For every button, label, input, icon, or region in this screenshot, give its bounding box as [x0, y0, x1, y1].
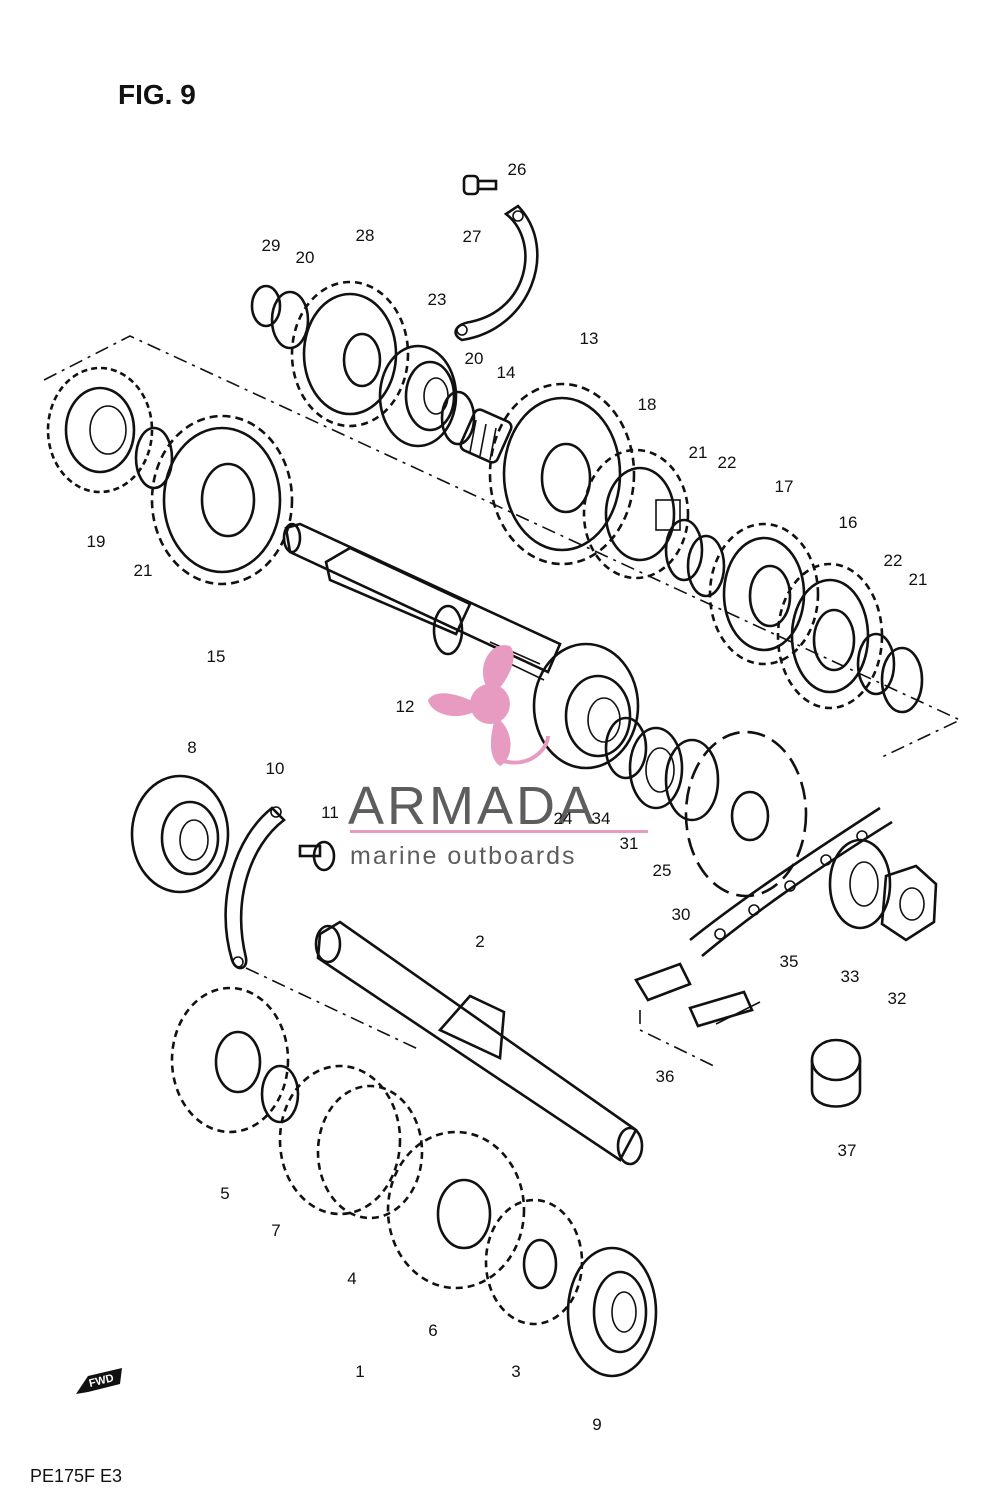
part-label-8: 8: [187, 738, 196, 757]
part-label-22a: 22: [718, 453, 737, 472]
part-label-18: 18: [638, 395, 657, 414]
part-13-gear: [488, 382, 636, 566]
part-label-14: 14: [497, 363, 516, 382]
part-label-24: 24: [554, 809, 573, 828]
part-10-retainer: [224, 806, 286, 970]
watermark-underline: [350, 830, 648, 833]
part-14-needle-bearing: [459, 408, 513, 464]
part-label-29: 29: [262, 236, 281, 255]
part-label-9: 9: [592, 1415, 601, 1434]
part-label-2: 2: [475, 932, 484, 951]
part-2-main-shaft: [314, 920, 644, 1166]
part-37-collar: [810, 1038, 862, 1108]
part-label-12: 12: [396, 697, 415, 716]
part-29-circlip: [250, 284, 282, 328]
part-28-gear: [290, 280, 410, 428]
part-label-35: 35: [780, 952, 799, 971]
model-code: PE175F E3: [30, 1466, 122, 1486]
part-7-circlip: [260, 1064, 300, 1124]
part-30-sprocket: [684, 730, 808, 898]
part-label-13: 13: [580, 329, 599, 348]
part-label-5: 5: [220, 1184, 229, 1203]
part-34-collar: [604, 716, 648, 780]
part-label-17: 17: [775, 477, 794, 496]
part-22b-washer: [856, 632, 896, 696]
part-label-28: 28: [356, 226, 375, 245]
part-label-16: 16: [839, 513, 858, 532]
part-label-26: 26: [508, 160, 527, 179]
part-label-20b: 20: [465, 349, 484, 368]
part-label-34: 34: [592, 809, 611, 828]
part-8-bearing: [130, 774, 230, 894]
part-label-22b: 22: [884, 551, 903, 570]
figure-title: FIG. 9: [118, 79, 196, 110]
part-label-11: 11: [321, 803, 339, 822]
part-label-4: 4: [347, 1269, 356, 1288]
part-24-bearing: [532, 642, 640, 770]
part-5-gear: [170, 986, 290, 1134]
fwd-label: FWD: [88, 1372, 115, 1390]
part-3-gear: [484, 1198, 584, 1326]
part-22a-washer: [686, 534, 726, 598]
part-label-30: 30: [672, 905, 691, 924]
part-label-15: 15: [207, 647, 226, 666]
part-25-spacer: [664, 738, 720, 822]
part-35-drive-chain: [689, 806, 893, 957]
part-33-lock-washer: [828, 838, 892, 930]
part-27-screw: [462, 174, 498, 196]
part-20b-washer: [440, 390, 476, 446]
part-4-gear: [278, 1064, 424, 1220]
propeller-icon: [428, 645, 550, 766]
watermark-brand: ARMADA: [348, 776, 597, 836]
part-17-gear: [708, 522, 820, 666]
part-labels: 26 27 28 29 20 23 20 14 13 18 21 22 17 1…: [87, 160, 928, 1434]
part-label-6: 6: [428, 1321, 437, 1340]
part-label-3: 3: [511, 1362, 520, 1381]
part-label-7: 7: [271, 1221, 280, 1240]
part-label-10: 10: [266, 759, 285, 778]
group-outline-upper: [43, 335, 962, 759]
part-label-37: 37: [838, 1141, 857, 1160]
part-label-1: 1: [355, 1362, 364, 1381]
part-9-bearing: [566, 1246, 658, 1378]
part-31-oil-seal: [628, 726, 684, 810]
part-18-gear: [582, 448, 690, 580]
watermark-logo: ARMADA marine outboards: [348, 645, 648, 870]
part-label-25: 25: [653, 861, 672, 880]
part-label-21a: 21: [134, 561, 153, 580]
part-32-nut: [880, 864, 938, 942]
part-label-21c: 21: [909, 570, 928, 589]
part-26-retainer: [454, 204, 539, 342]
part-label-19: 19: [87, 532, 106, 551]
fwd-arrow-icon: FWD: [76, 1368, 122, 1394]
part-19-gear: [46, 366, 154, 494]
part-16-gear: [776, 562, 884, 710]
part-6-gear: [386, 1130, 526, 1290]
part-label-23: 23: [428, 290, 447, 309]
part-20a-washer: [270, 290, 310, 350]
group-outline-lower: [245, 967, 719, 1069]
part-label-33: 33: [841, 967, 860, 986]
part-15-gear: [150, 414, 294, 586]
part-label-20a: 20: [296, 248, 315, 267]
part-23-bearing: [378, 344, 458, 448]
part-label-21b: 21: [689, 443, 708, 462]
part-label-31: 31: [620, 834, 639, 853]
part-21b-circlip: [664, 518, 704, 582]
part-21c-circlip: [880, 646, 924, 714]
part-label-32: 32: [888, 989, 907, 1008]
part-11-screw: [298, 840, 336, 872]
part-36-chain-joint: [634, 962, 761, 1028]
watermark-tagline: marine outboards: [350, 842, 577, 870]
part-label-27: 27: [463, 227, 482, 246]
part-label-36: 36: [656, 1067, 675, 1086]
